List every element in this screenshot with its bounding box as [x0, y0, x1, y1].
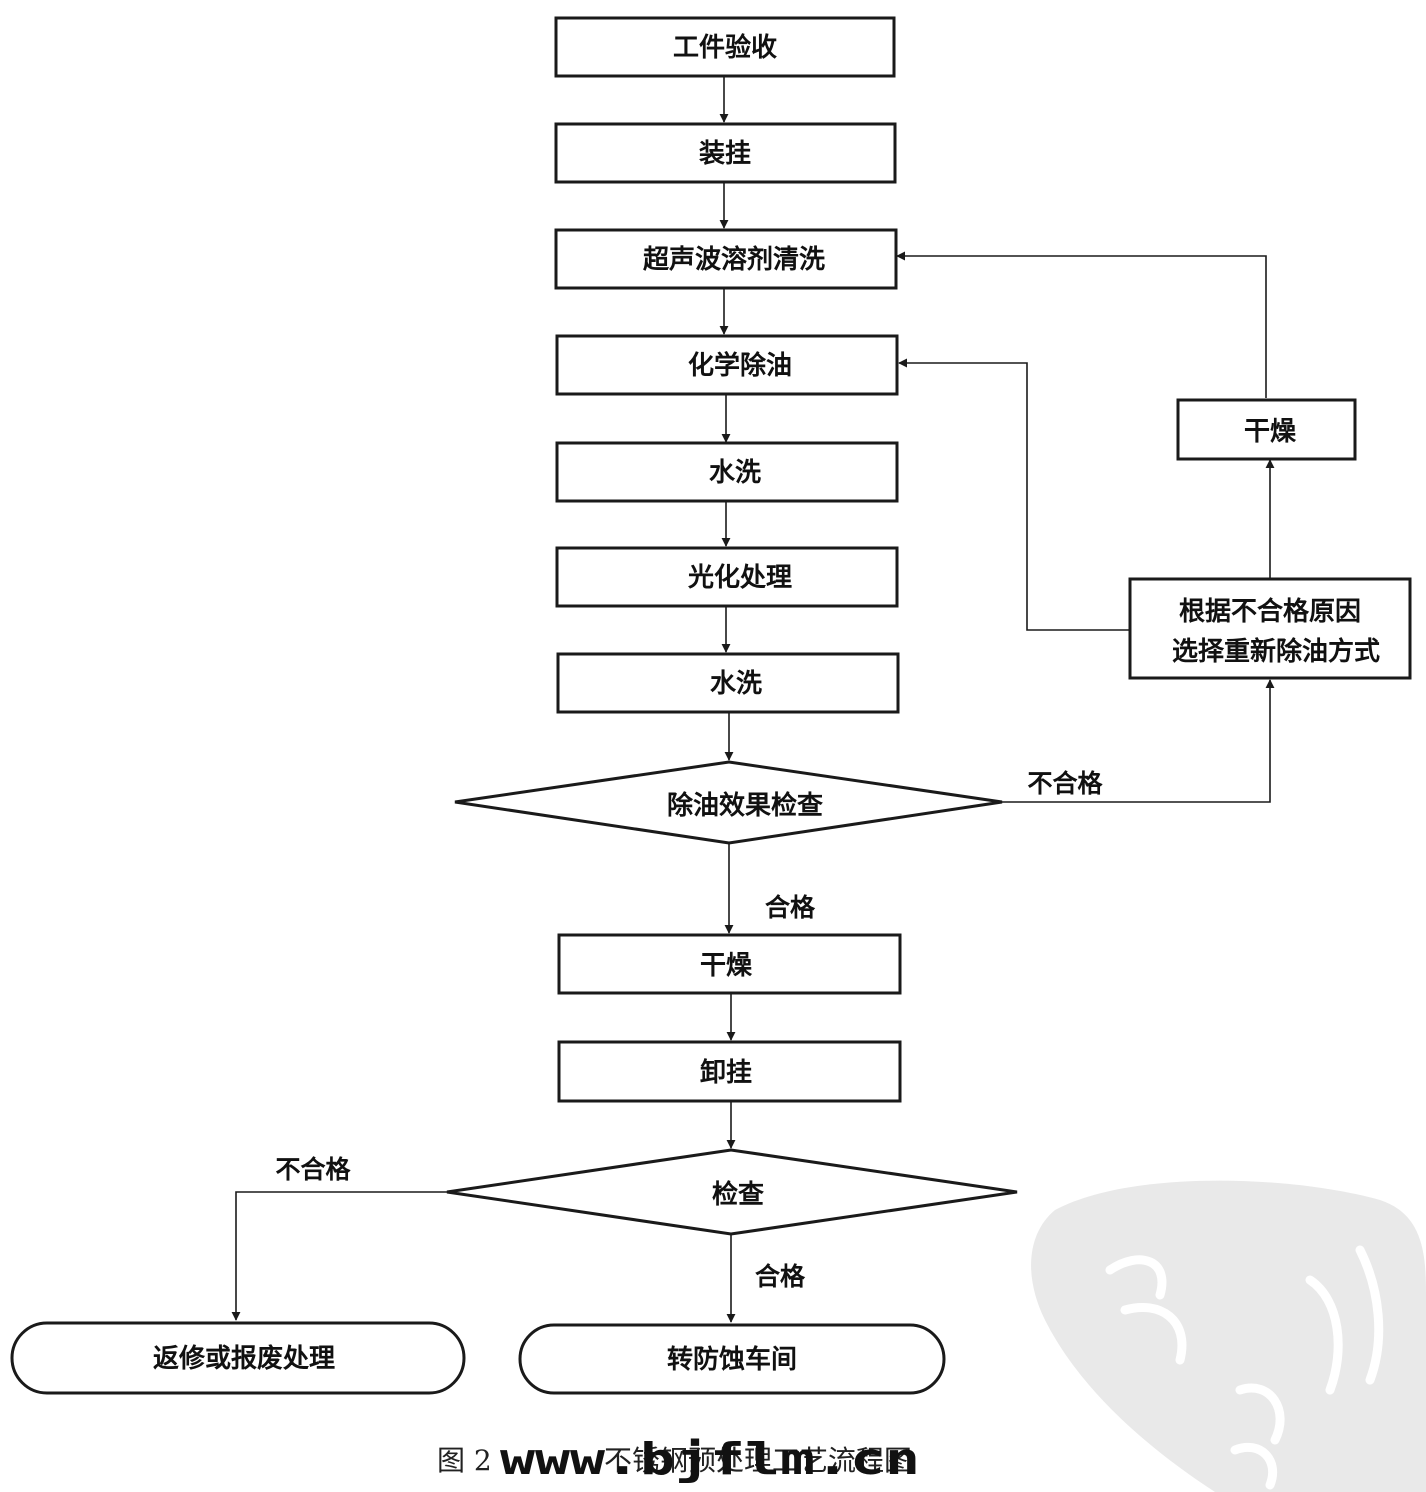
decision-degreasing-check: 除油效果检查 — [454, 760, 1003, 845]
node-reselect-degreasing-line1: 根据不合格原因 — [1179, 596, 1361, 627]
edge-label-final-pass: 合格 — [755, 1262, 806, 1291]
edge-r2-n3 — [896, 251, 1267, 398]
node-drying-label: 干燥 — [700, 951, 753, 981]
edge-d2-t1 — [231, 1191, 447, 1321]
node-chemical-degreasing: 化学除油 — [555, 334, 899, 396]
figure-caption-prefix: 图 2 — [437, 1444, 492, 1477]
decision-final-check: 检查 — [446, 1148, 1018, 1236]
node-work-acceptance: 工件验收 — [554, 16, 896, 78]
node-bright-treatment-label: 光化处理 — [687, 563, 792, 593]
seal-stamp — [1031, 1180, 1426, 1492]
edges — [231, 77, 1275, 1323]
edge-label-degreasing-fail: 不合格 — [1027, 769, 1103, 798]
node-bright-treatment: 光化处理 — [555, 546, 899, 608]
terminal-repair-or-scrap-label: 返修或报废处理 — [153, 1343, 335, 1374]
node-mounting-label: 装挂 — [699, 139, 751, 169]
watermark-url: www.bjflm.cn — [500, 1434, 920, 1485]
node-drying: 干燥 — [557, 933, 902, 995]
node-unmounting-label: 卸挂 — [700, 1057, 752, 1088]
node-reselect-degreasing: 根据不合格原因 选择重新除油方式 — [1128, 577, 1412, 680]
terminal-repair-or-scrap: 返修或报废处理 — [10, 1321, 466, 1395]
edge-label-degreasing-pass: 合格 — [765, 893, 816, 922]
terminal-anticorrosion-workshop: 转防蚀车间 — [518, 1323, 946, 1395]
decision-degreasing-check-label: 除油效果检查 — [667, 790, 823, 821]
figure-caption-title: 不锈钢预处理工艺流程图 — [604, 1444, 912, 1477]
edge-label-final-fail: 不合格 — [275, 1155, 351, 1184]
edge-d1-r1 — [1000, 679, 1275, 803]
terminal-anticorrosion-workshop-label: 转防蚀车间 — [667, 1344, 797, 1375]
node-chemical-degreasing-label: 化学除油 — [688, 350, 792, 381]
node-water-rinse-1: 水洗 — [555, 441, 899, 503]
node-drying-rework: 干燥 — [1176, 398, 1357, 461]
node-ultrasonic-cleaning-label: 超声波溶剂清洗 — [643, 244, 825, 275]
node-reselect-degreasing-line2: 选择重新除油方式 — [1172, 636, 1380, 667]
node-drying-rework-label: 干燥 — [1244, 417, 1297, 447]
edge-r1-n4 — [898, 358, 1130, 631]
node-mounting: 装挂 — [554, 122, 897, 184]
decision-final-check-label: 检查 — [712, 1179, 764, 1210]
node-unmounting: 卸挂 — [557, 1040, 902, 1103]
node-work-acceptance-label: 工件验收 — [673, 32, 777, 63]
node-water-rinse-1-label: 水洗 — [709, 458, 761, 488]
node-water-rinse-2-label: 水洗 — [710, 669, 762, 699]
node-ultrasonic-cleaning: 超声波溶剂清洗 — [554, 228, 898, 290]
node-water-rinse-2: 水洗 — [556, 652, 900, 714]
